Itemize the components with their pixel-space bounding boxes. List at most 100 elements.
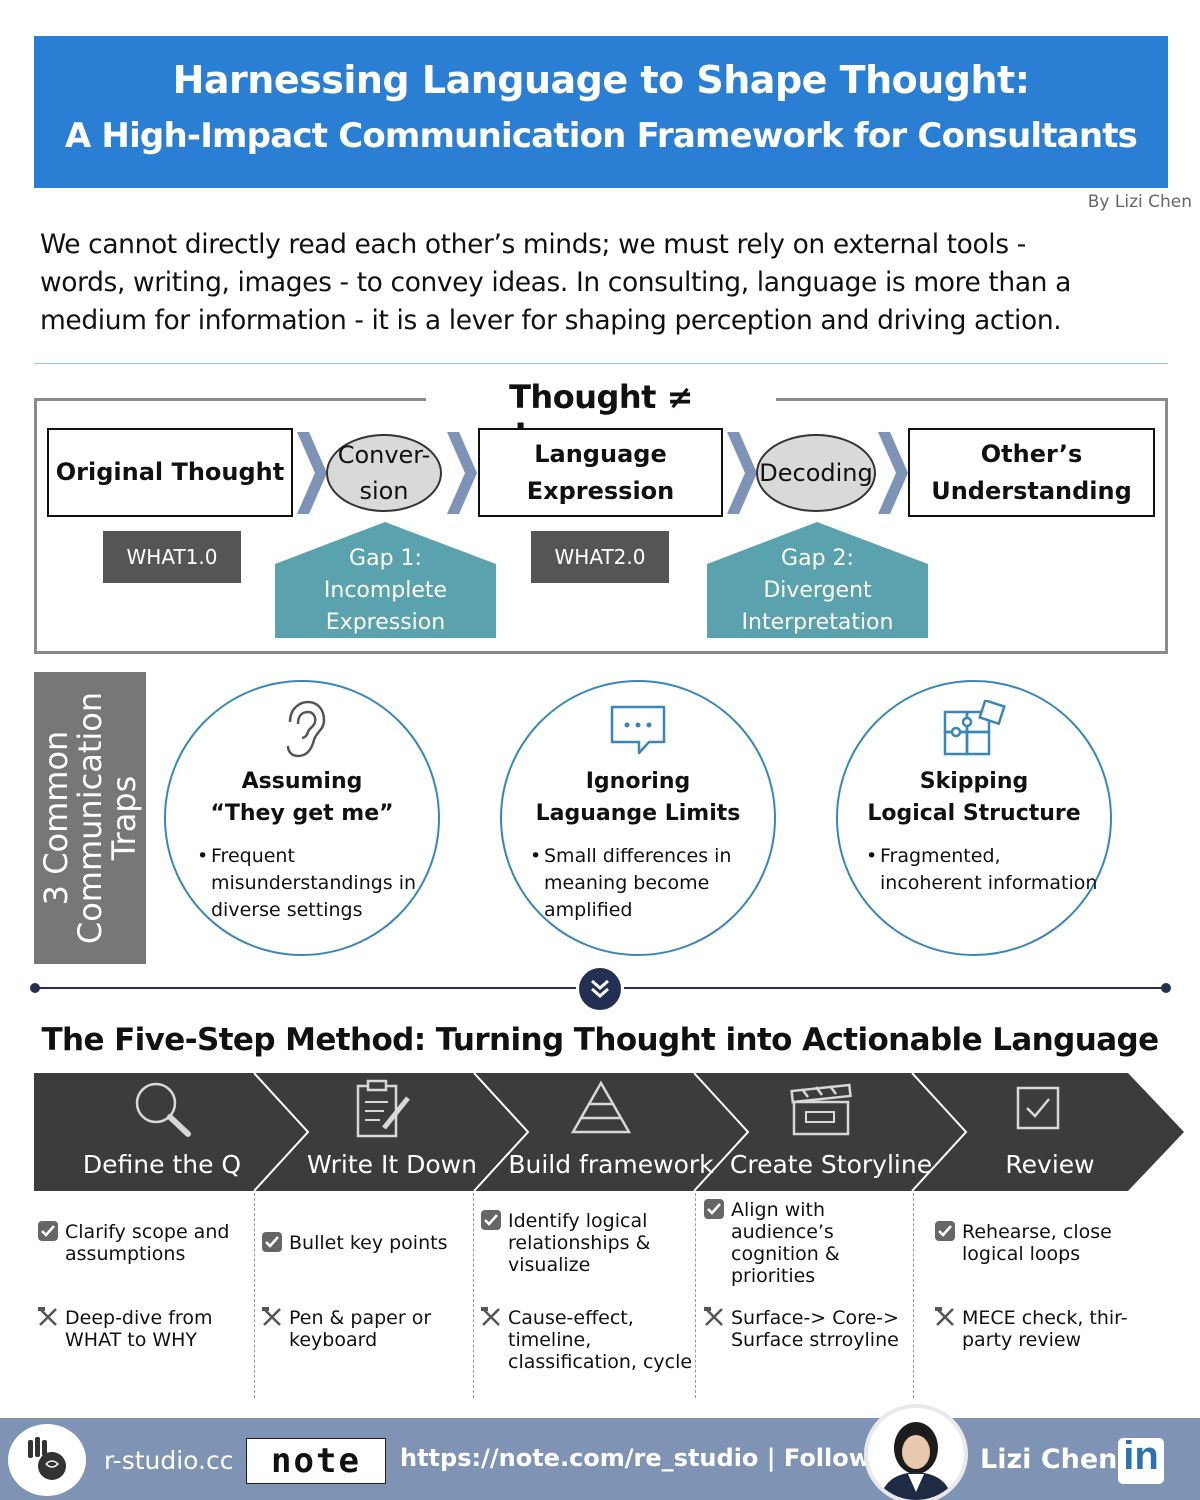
gap2-line-2: Divergent [763, 578, 872, 603]
hand-brain-icon [28, 1437, 66, 1480]
check-storyline-line-4: priorities [731, 1265, 816, 1287]
step-label-storyline: Create Storyline [729, 1150, 933, 1179]
checkbox-checked-icon [262, 1232, 282, 1252]
footer-site[interactable]: r-studio.cc [104, 1446, 234, 1475]
checkbox-checked-icon [704, 1199, 724, 1219]
tools-icon [481, 1307, 500, 1326]
what2-tag: WHAT2.0 [531, 531, 669, 583]
checkbox-checked-icon [38, 1221, 58, 1241]
conversion-line-2: sion [359, 477, 409, 505]
tool-review-line-1: MECE check, thir- [962, 1307, 1128, 1329]
check-item-review: Rehearse, close logical loops [935, 1221, 1152, 1265]
trap-2-title: Ignoring Laguange Limits [500, 766, 776, 830]
trap-2-title-line-2: Laguange Limits [535, 801, 741, 826]
traps-side-heading: 3 Common Communication Traps [37, 668, 143, 968]
trap-3-title-line-2: Logical Structure [867, 801, 1081, 826]
gap1-line-3: Expression [325, 610, 446, 635]
step-label-review: Review [1005, 1150, 1095, 1179]
trap-1-bullet: • Frequent misunderstandings in diverse … [197, 843, 441, 924]
gap1-pentagon [275, 522, 496, 638]
traps-side-line-2: Communication [71, 691, 109, 945]
trap-3-bullet: • Fragmented, incoherent information [866, 843, 1110, 897]
trap-1-bullet-line-1: Frequent [211, 845, 295, 867]
trap-circle-3 [836, 680, 1112, 956]
note-logo[interactable]: note [246, 1438, 386, 1484]
check-write-line-1: Bullet key points [289, 1232, 448, 1254]
column-separator [695, 1193, 696, 1398]
tool-item-review: MECE check, thir- party review [935, 1307, 1152, 1351]
clipboard-pen-icon [356, 1079, 410, 1138]
trap-1-bullet-line-2: misunderstandings in [211, 872, 417, 894]
section-divider [34, 363, 1168, 364]
intro-line-2: words, writing, images - to convey ideas… [40, 267, 1071, 298]
decoding-oval: Decoding [756, 434, 876, 512]
check-storyline-line-1: Align with [731, 1199, 826, 1221]
ear-icon [286, 700, 326, 758]
gap1-text: Gap 1: Incomplete Expression [275, 543, 496, 639]
chevron-right-icon [297, 432, 327, 514]
trap-3-title-line-1: Skipping [919, 769, 1029, 794]
traps-side-line-1: 3 Common [37, 730, 75, 906]
gap2-line-1: Gap 2: [781, 546, 854, 571]
footer-bar [0, 1418, 1200, 1500]
checkbox-checked-icon [935, 1221, 955, 1241]
avatar [864, 1404, 968, 1500]
tool-define-line-2: WHAT to WHY [65, 1329, 198, 1351]
divider-dot-left [30, 983, 40, 993]
trap-2-bullet-line-3: amplified [544, 899, 633, 921]
linkedin-label: in [1123, 1434, 1159, 1478]
tools-icon [262, 1307, 281, 1326]
clapperboard-icon [790, 1083, 852, 1136]
trap-1-title: Assuming “They get me” [164, 766, 440, 830]
gap2-text: Gap 2: Divergent Interpretation [707, 543, 928, 639]
check-item-build: Identify logical relationships & visuali… [481, 1210, 693, 1276]
puzzle-icon [943, 700, 1006, 756]
trap-2-bullet: • Small differences in meaning become am… [530, 843, 774, 924]
tools-icon [704, 1307, 723, 1326]
column-separator [254, 1193, 255, 1398]
title-line-1: Harnessing Language to Shape Thought: [172, 58, 1030, 102]
tool-storyline-line-1: Surface-> Core-> [731, 1307, 899, 1329]
other-line-1: Other’s [980, 439, 1083, 468]
gap1-line-1: Gap 1: [349, 546, 422, 571]
tool-build-line-1: Cause-effect, [508, 1307, 634, 1329]
trap-1-title-line-2: “They get me” [210, 801, 394, 826]
trap-2-bullet-line-2: meaning become [544, 872, 710, 894]
five-step-title: The Five-Step Method: Turning Thought in… [41, 1022, 1159, 1058]
tool-build-line-2: timeline, [508, 1329, 592, 1351]
step-label-write: Write It Down [307, 1150, 477, 1179]
decoding-label: Decoding [759, 459, 873, 487]
traps-side-line-3: Traps [105, 775, 143, 861]
tool-write-line-2: keyboard [289, 1329, 378, 1351]
footer-separator: | [766, 1444, 776, 1472]
trap-3-bullet-line-2: incoherent information [880, 872, 1098, 894]
original-thought-label: Original Thought [55, 458, 285, 486]
check-storyline-line-2: audience’s [731, 1221, 834, 1243]
gap2-line-3: Interpretation [741, 610, 894, 635]
brand-logo [8, 1424, 86, 1496]
tool-item-build: Cause-effect, timeline, classification, … [481, 1307, 693, 1373]
linkedin-icon[interactable]: in [1118, 1434, 1164, 1484]
tools-icon [38, 1307, 57, 1326]
intro-line-3: medium for information - it is a lever f… [40, 305, 1062, 336]
check-build-line-1: Identify logical [508, 1210, 648, 1232]
check-item-write: Bullet key points [262, 1232, 469, 1254]
footer-link[interactable]: https://note.com/re_studio | Follow [400, 1444, 871, 1472]
tool-item-write: Pen & paper or keyboard [262, 1307, 469, 1351]
traps-side-panel [34, 672, 146, 964]
what1-label: WHAT1.0 [126, 545, 218, 569]
tool-item-define: Deep-dive from WHAT to WHY [38, 1307, 250, 1351]
language-line-2: Expression [526, 476, 675, 505]
language-line-1: Language [534, 439, 667, 468]
footer-link-url[interactable]: https://note.com/re_studio [400, 1444, 759, 1472]
trap-circle-1 [164, 680, 440, 956]
tool-storyline-line-2: Surface strroyline [731, 1329, 899, 1351]
gap2-pentagon [707, 522, 928, 638]
check-item-storyline: Align with audience’s cognition & priori… [704, 1199, 911, 1287]
footer-follow[interactable]: Follow [783, 1444, 871, 1472]
trap-2-title-line-1: Ignoring [585, 769, 691, 794]
check-storyline-line-3: cognition & [731, 1243, 840, 1265]
intro-line-1: We cannot directly read each other’s min… [40, 229, 1026, 260]
trap-3-bullet-line-1: Fragmented, [880, 845, 1001, 867]
check-item-define: Clarify scope and assumptions [38, 1221, 250, 1265]
